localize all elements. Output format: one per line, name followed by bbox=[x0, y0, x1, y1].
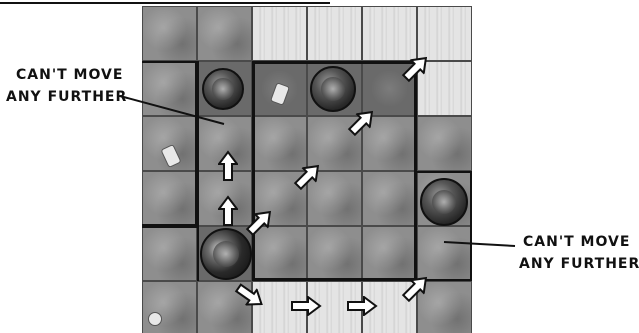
move-arrow-icon bbox=[346, 296, 378, 316]
callout-left-line2: ANY FURTHER bbox=[6, 86, 127, 108]
callout-left: CAN'T MOVE ANY FURTHER bbox=[16, 64, 127, 108]
move-arrow-icon bbox=[218, 150, 238, 182]
board-tile bbox=[417, 116, 472, 171]
callout-right-line2: ANY FURTHER bbox=[519, 253, 639, 275]
game-board bbox=[142, 6, 472, 333]
callout-right-line1: CAN'T MOVE bbox=[523, 231, 639, 253]
callout-right: CAN'T MOVE ANY FURTHER bbox=[523, 231, 639, 275]
character-token-icon[interactable] bbox=[420, 178, 468, 226]
board-tile bbox=[142, 226, 197, 281]
zone-outline-left bbox=[142, 61, 197, 226]
board-tile bbox=[362, 6, 417, 61]
zone-outline-bottom bbox=[142, 226, 197, 228]
move-arrow-icon bbox=[290, 296, 322, 316]
character-token-icon[interactable] bbox=[202, 68, 244, 110]
callout-left-line1: CAN'T MOVE bbox=[16, 64, 127, 86]
move-arrow-icon bbox=[218, 195, 238, 227]
zone-outline-divider bbox=[197, 61, 199, 281]
top-rule bbox=[0, 2, 330, 4]
board-tile bbox=[142, 281, 197, 333]
board-tile bbox=[307, 6, 362, 61]
board-tile bbox=[142, 6, 197, 61]
board-tile bbox=[417, 6, 472, 61]
hero-token-icon[interactable] bbox=[200, 228, 252, 280]
door-prop-icon bbox=[148, 312, 162, 326]
board-tile bbox=[197, 6, 252, 61]
board-tile bbox=[252, 6, 307, 61]
character-token-icon[interactable] bbox=[310, 66, 356, 112]
